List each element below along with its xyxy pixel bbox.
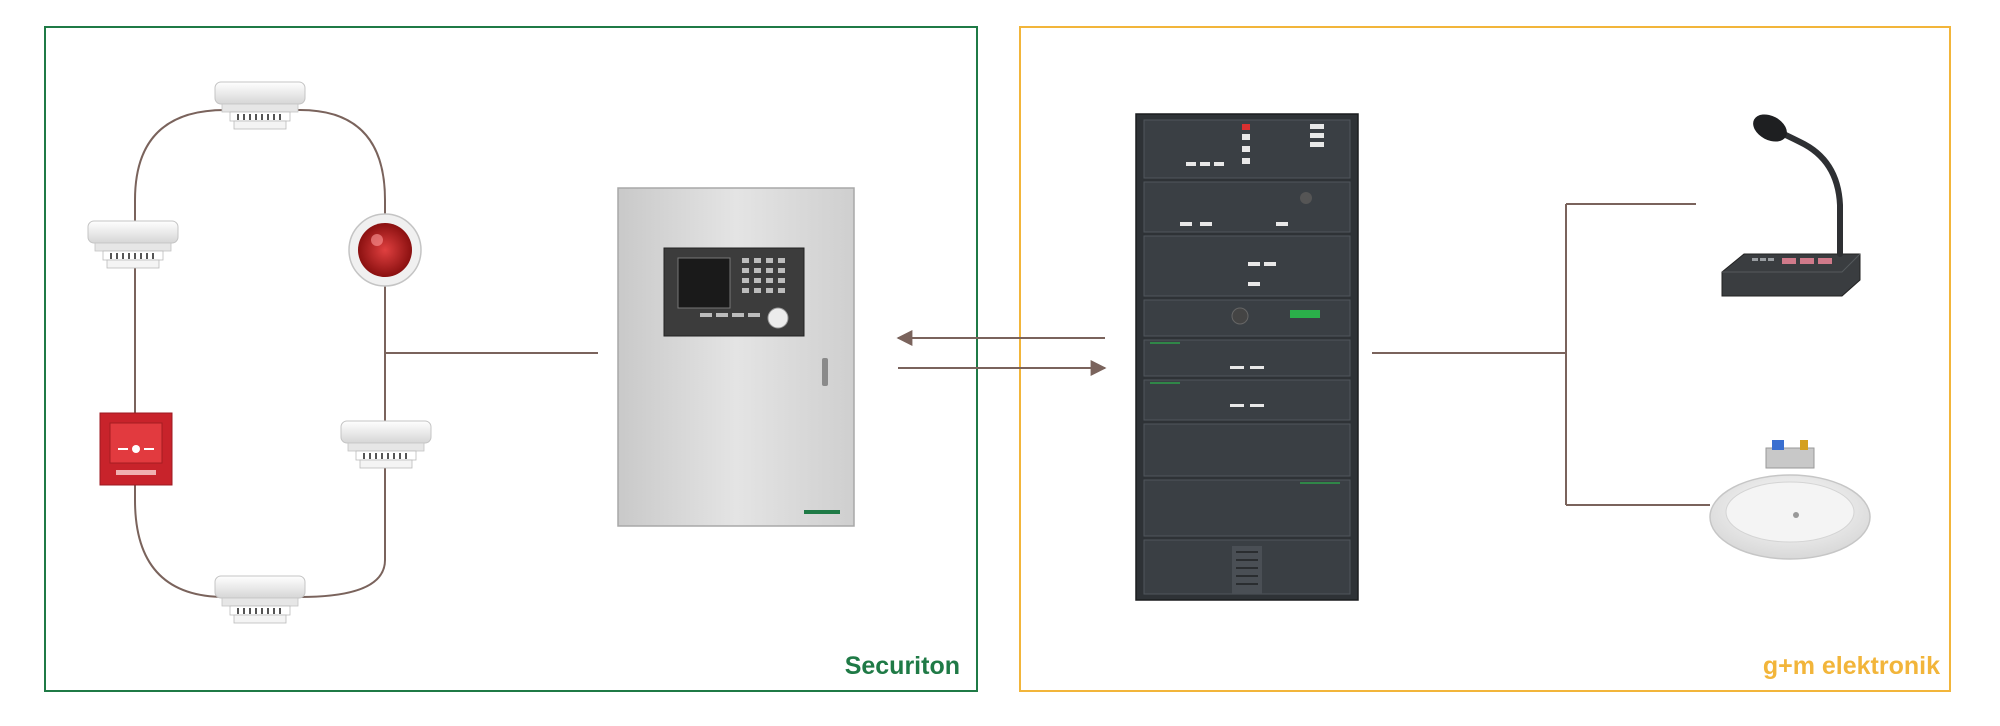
manual-call-point-icon (99, 412, 173, 486)
beacon-icon (348, 213, 422, 287)
securiton-label: Securiton (844, 652, 960, 680)
securiton-frame (44, 26, 978, 692)
smoke-detector-icon (214, 81, 306, 130)
gm-elektronik-label: g+m elektronik (1762, 652, 1940, 680)
audio-rack-icon (1135, 113, 1359, 601)
smoke-detector-icon (214, 575, 306, 624)
fire-panel-icon (617, 187, 855, 527)
smoke-detector-icon (340, 420, 432, 469)
smoke-detector-icon (87, 220, 179, 269)
rack-to-peripherals-line (1372, 203, 1710, 506)
gm-frame (1019, 26, 1951, 692)
ceiling-speaker-icon (1709, 440, 1871, 560)
detector-loop-line (134, 109, 386, 598)
desk-microphone-icon (1721, 114, 1861, 297)
